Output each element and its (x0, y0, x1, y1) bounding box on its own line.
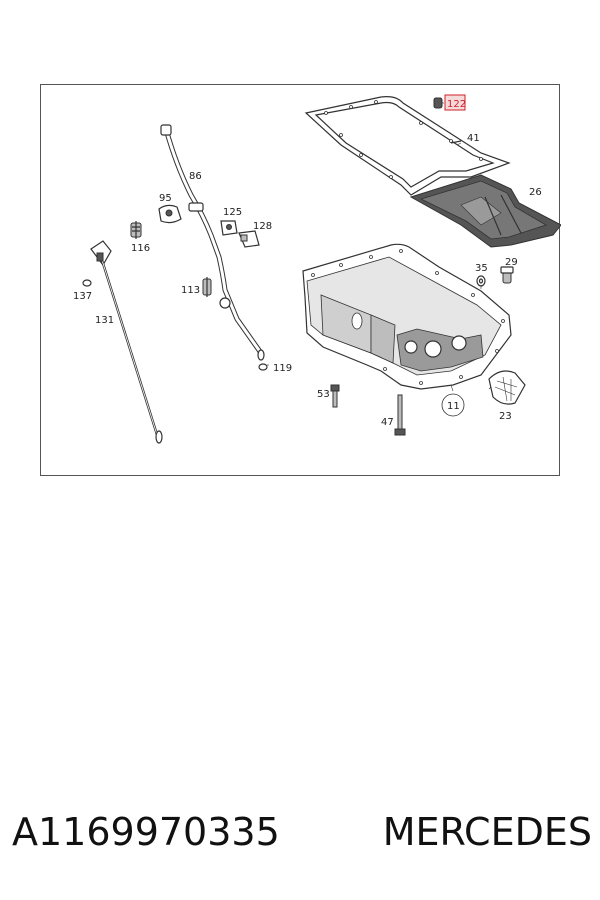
callout-125: 125 (223, 207, 242, 218)
bolt-part-113 (202, 277, 212, 297)
bolt-part-116 (130, 221, 142, 239)
dipstick-part-131 (90, 240, 163, 444)
parts-diagram: 122 41 26 86 95 125 128 116 113 137 131 … (40, 84, 561, 476)
callout-119: 119 (273, 363, 292, 374)
highlight-box-122 (444, 94, 466, 111)
clip-part-125 (220, 220, 238, 236)
seal-ring-part-119 (258, 363, 268, 371)
brand-name: MERCEDES (382, 810, 592, 854)
callout-128: 128 (253, 221, 272, 232)
callout-26: 26 (529, 187, 542, 198)
callout-113: 113 (181, 285, 200, 296)
cover-part-23 (488, 370, 526, 405)
callout-95: 95 (159, 193, 172, 204)
lower-pan-part-26 (409, 174, 561, 248)
callout-122: 122 (447, 99, 466, 110)
bracket-part-128 (238, 230, 260, 248)
part-number: A1169970335 (12, 810, 280, 854)
oil-pan-part-11 (302, 243, 512, 390)
callout-11: 11 (447, 401, 460, 412)
callout-circle-11 (441, 393, 465, 417)
clip-part-95 (158, 204, 182, 224)
o-ring-part-137 (82, 279, 92, 287)
callout-35: 35 (475, 263, 488, 274)
washer-part-35 (476, 275, 486, 287)
callout-47: 47 (381, 417, 394, 428)
callout-29: 29 (505, 257, 518, 268)
callout-41: 41 (467, 133, 480, 144)
bolt-part-53 (330, 384, 340, 408)
gasket-part-41 (304, 96, 511, 196)
plug-part-122 (433, 97, 443, 109)
bolt-part-47 (394, 394, 406, 436)
guide-tube-part-86 (160, 124, 265, 361)
callout-53: 53 (317, 389, 330, 400)
callout-23: 23 (499, 411, 512, 422)
part-caption: A1169970335 MERCEDES (12, 800, 592, 864)
callout-116: 116 (131, 243, 150, 254)
callout-131: 131 (95, 315, 114, 326)
callout-86: 86 (189, 171, 202, 182)
callout-137: 137 (73, 291, 92, 302)
leader-lines (267, 102, 492, 392)
drain-plug-part-29 (500, 266, 514, 284)
